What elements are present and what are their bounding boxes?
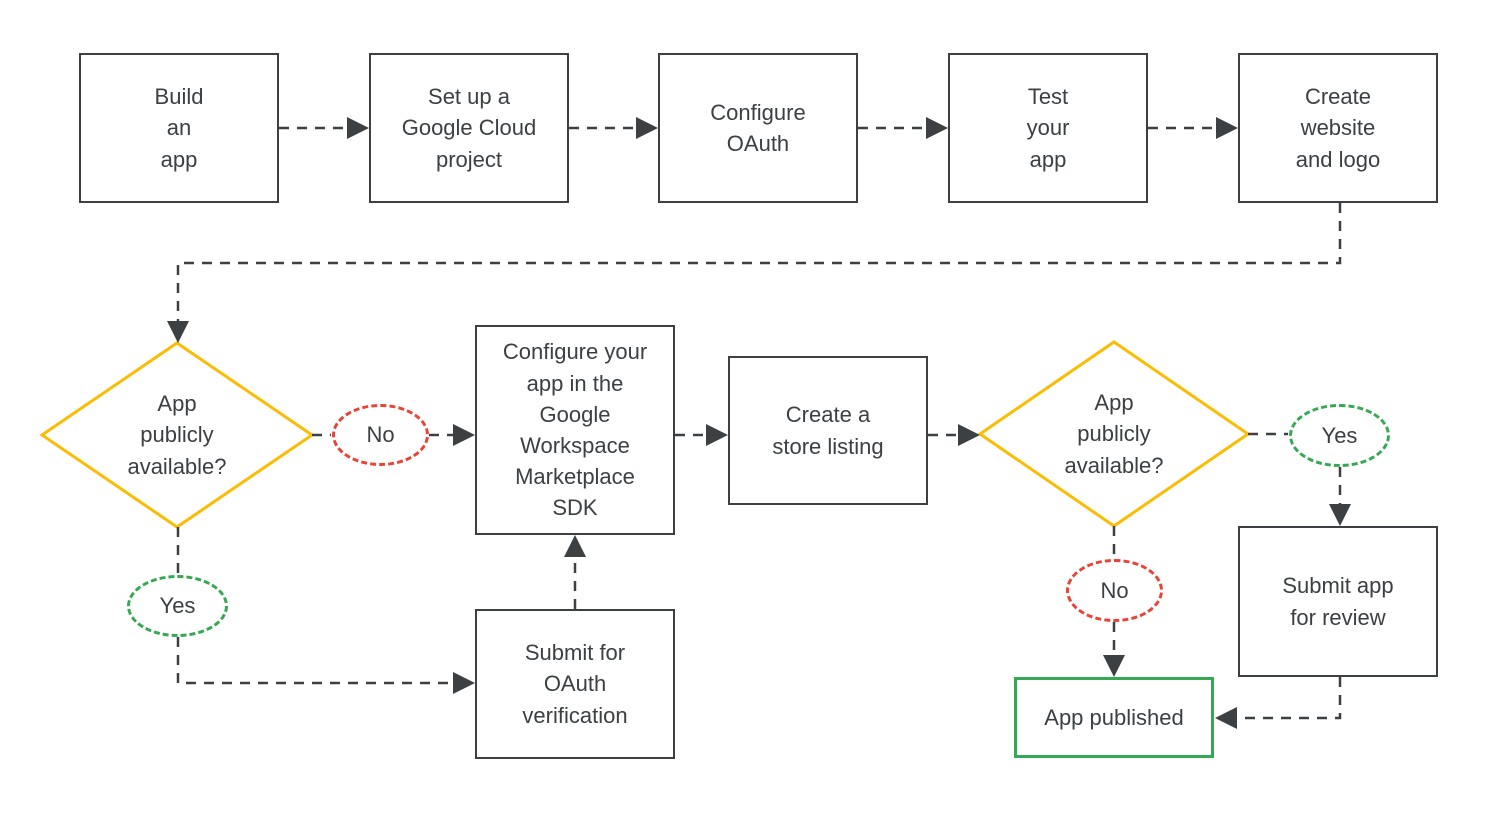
connector-build-to-cloud (279, 117, 369, 139)
edge-label-yes-2: Yes (1289, 404, 1390, 467)
node-store-listing: Create a store listing (728, 356, 928, 505)
connector-decision2-yes-to-review (1248, 432, 1351, 526)
node-submit-review: Submit app for review (1238, 526, 1438, 677)
connector-line (1237, 677, 1342, 720)
arrowhead-right-icon (926, 117, 948, 139)
connector-review-to-published (1215, 677, 1342, 729)
node-configure-oauth: Configure OAuth (658, 53, 858, 203)
node-build-app: Build an app (79, 53, 279, 203)
connector-oauth-to-test (858, 117, 948, 139)
connector-cloud-to-oauth (569, 117, 658, 139)
arrowhead-right-icon (958, 424, 980, 446)
arrowhead-right-icon (453, 424, 475, 446)
node-test-app: Test your app (948, 53, 1148, 203)
connector-decision2-no-to-published (1103, 526, 1125, 677)
connector-decision1-no-to-sdk (312, 424, 475, 446)
arrowhead-right-icon (347, 117, 369, 139)
arrowhead-right-icon (453, 672, 475, 694)
node-configure-sdk: Configure your app in the Google Workspa… (475, 325, 675, 535)
arrowhead-up-icon (564, 535, 586, 557)
arrowhead-left-icon (1215, 707, 1237, 729)
connector-sdk-to-listing (675, 424, 728, 446)
node-cloud-project: Set up a Google Cloud project (369, 53, 569, 203)
node-app-published: App published (1014, 677, 1214, 758)
decision-diamond-2 (977, 340, 1251, 528)
arrowhead-right-icon (636, 117, 658, 139)
arrowhead-down-icon (1329, 504, 1351, 526)
arrowhead-down-icon (167, 321, 189, 343)
arrowhead-right-icon (1216, 117, 1238, 139)
edge-label-no-2: No (1066, 559, 1163, 622)
decision-diamond-1 (39, 341, 315, 529)
connector-line (176, 203, 1342, 321)
arrowhead-down-icon (1103, 655, 1125, 677)
connector-line (176, 637, 453, 685)
connector-test-to-website (1148, 117, 1238, 139)
connector-listing-to-decision2 (928, 424, 980, 446)
connector-decision1-yes-to-verification (176, 527, 475, 694)
node-website-logo: Create website and logo (1238, 53, 1438, 203)
connector-verification-to-sdk (564, 535, 586, 609)
arrowhead-right-icon (706, 424, 728, 446)
edge-label-yes-1: Yes (127, 575, 228, 637)
node-oauth-verification: Submit for OAuth verification (475, 609, 675, 759)
edge-label-no-1: No (332, 404, 429, 466)
connector-website-to-decision1 (167, 203, 1342, 343)
